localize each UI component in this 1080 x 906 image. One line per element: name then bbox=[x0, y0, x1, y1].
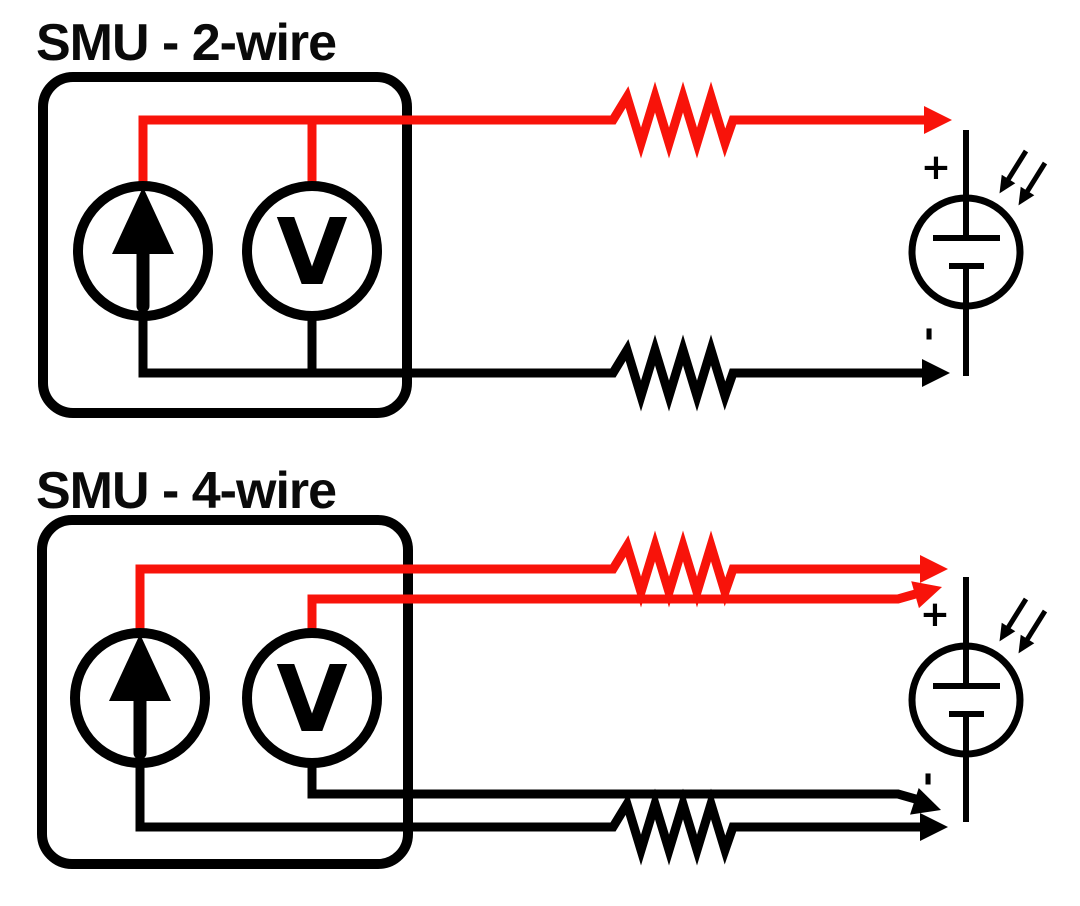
up-arrow-icon-head bbox=[109, 634, 171, 701]
negative-terminal-label-group: - bbox=[909, 772, 950, 787]
wire-high-red bbox=[138, 81, 928, 200]
light-arrow-shaft bbox=[1004, 597, 1029, 631]
voltmeter-circle bbox=[242, 181, 382, 321]
section-smu-4-wire: SMU - 4-wire V bbox=[36, 462, 1048, 869]
wire-force-high-red bbox=[135, 530, 924, 645]
light-arrow-head bbox=[999, 174, 1016, 194]
current-source bbox=[73, 181, 213, 321]
current-source bbox=[70, 628, 210, 768]
wire-sense-high-red bbox=[307, 586, 928, 645]
section-smu-2-wire: SMU - 2-wire V + - bbox=[36, 14, 1048, 418]
voltmeter-circle bbox=[242, 628, 382, 768]
arrowhead-high-red bbox=[924, 106, 952, 134]
arrowhead-force-high-red bbox=[920, 555, 948, 583]
arrowhead-sense-high-red bbox=[911, 581, 942, 609]
arrowhead-sense-low-black bbox=[910, 788, 941, 815]
voltmeter-label: V bbox=[276, 646, 347, 753]
section-title-4-wire: SMU - 4-wire bbox=[36, 462, 336, 520]
arrowhead-low-black bbox=[922, 359, 950, 387]
wire-low-black bbox=[138, 300, 926, 412]
up-arrow-icon-head bbox=[112, 187, 174, 254]
wire-force-low-black bbox=[135, 750, 924, 866]
light-arrow-shaft bbox=[1023, 161, 1048, 195]
positive-terminal-label: + bbox=[920, 594, 950, 635]
voltmeter: V bbox=[242, 181, 382, 321]
light-arrow-icon bbox=[1018, 161, 1048, 206]
section-title-2-wire: SMU - 2-wire bbox=[36, 14, 336, 72]
light-arrow-shaft bbox=[1023, 609, 1048, 643]
light-arrow-head bbox=[1018, 634, 1035, 654]
solar-cell: + - bbox=[908, 130, 1048, 376]
light-arrow-shaft bbox=[1004, 149, 1029, 183]
wire-sense-low-black bbox=[307, 750, 928, 807]
negative-terminal-label: - bbox=[910, 327, 951, 342]
negative-terminal-label: - bbox=[909, 772, 950, 787]
light-arrow-icon bbox=[999, 597, 1029, 642]
solar-cell: + - bbox=[908, 577, 1048, 822]
light-arrow-head bbox=[999, 622, 1016, 642]
voltmeter: V bbox=[242, 628, 382, 768]
arrowhead-force-low-black bbox=[920, 813, 948, 841]
light-arrow-head bbox=[1018, 186, 1035, 206]
light-arrow-icon bbox=[1018, 609, 1048, 654]
smu-box-outline bbox=[38, 72, 412, 418]
voltmeter-label: V bbox=[276, 199, 347, 306]
smu-box-outline bbox=[37, 515, 413, 869]
positive-terminal-label: + bbox=[921, 147, 951, 188]
negative-terminal-label-group: - bbox=[910, 327, 951, 342]
light-arrow-icon bbox=[999, 149, 1029, 194]
